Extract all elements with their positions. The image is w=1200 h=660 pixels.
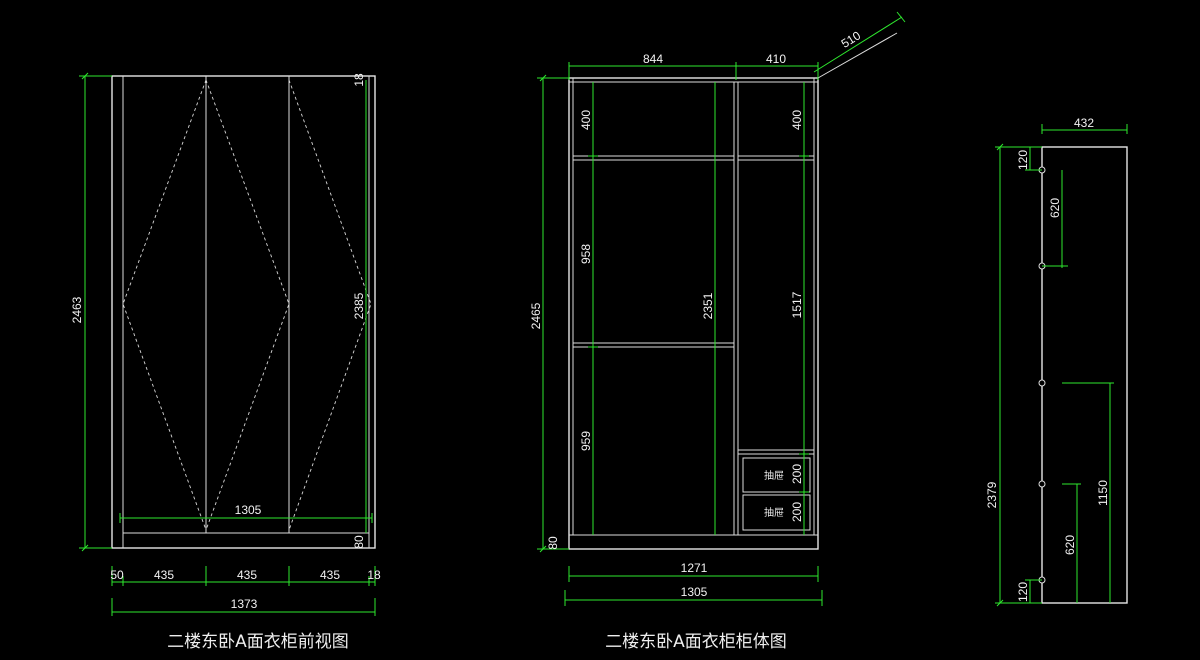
hinge-hole [1038,480,1046,488]
depth-extension-line [817,32,898,79]
dim-text-side-height: 2379 [985,481,999,508]
front-view: 2463 2385 18 80 1305 50 435 435 435 18 1… [70,72,381,652]
dim-text-left-top: 400 [579,110,593,130]
dim-text-height-total: 2463 [70,296,84,323]
side-panel [1041,146,1128,604]
drawer-1 [742,457,811,493]
dim-text-right-top: 400 [790,110,804,130]
dim-text-mid-span: 1150 [1096,480,1110,506]
door-opening-mark-3 [288,79,372,531]
door-opening-mark-1 [122,79,207,531]
dim-line [813,16,903,73]
door-opening-mark-2 [205,79,290,531]
dim-text-plinth: 80 [546,536,560,550]
dim-text-bottom-spacing: 620 [1063,535,1077,555]
dim-tick [81,544,89,552]
dim-text-body-height: 2465 [529,302,543,329]
dim-text-door-1: 435 [154,568,174,582]
body-outer-frame [568,77,819,550]
dim-tick [996,599,1004,607]
dim-text-left-side: 50 [110,568,124,582]
dim-text-drawer-1: 200 [790,464,804,484]
dim-text-top-gap: 120 [1016,150,1030,170]
dim-text-door-3: 435 [320,568,340,582]
dim-text-drawer-2: 200 [790,502,804,522]
body-view-title: 二楼东卧A面衣柜柜体图 [605,632,787,652]
dim-text-inner-width: 1305 [235,503,262,517]
dim-text-top: 18 [352,73,366,87]
drawer-2-label: 抽屉 [764,506,784,519]
dim-text-left-mid: 958 [579,244,593,264]
dim-text-bottom-gap: 120 [1016,582,1030,602]
front-outer-frame [111,75,376,549]
dim-text-side-width: 432 [1074,116,1094,130]
dim-tick [81,72,89,80]
dim-text-inner-width: 1271 [681,561,708,575]
dim-text-overall-width: 1305 [681,585,708,599]
body-view: 抽屉 抽屉 510 844 410 400 958 959 2351 400 1… [529,11,906,652]
dim-text-top-spacing: 620 [1048,198,1062,218]
side-view: 432 2379 120 620 1150 620 120 [985,116,1128,607]
dim-text-right-mid: 1517 [790,291,804,318]
dim-tick [539,545,547,553]
dim-text-bottom: 80 [352,535,366,549]
dim-text-left-width: 844 [643,52,663,66]
dim-tick [539,74,547,82]
dim-text-door-2: 435 [237,568,257,582]
drawer-2 [742,494,811,531]
dim-text-right-width: 410 [766,52,786,66]
dim-text-height-inner: 2385 [352,292,366,319]
dim-text-right-side: 18 [367,568,381,582]
dim-text-overall-width: 1373 [231,597,258,611]
dim-tick [896,11,906,23]
drawer-1-label: 抽屉 [764,469,784,482]
front-view-title: 二楼东卧A面衣柜前视图 [167,632,349,652]
dim-tick [996,143,1004,151]
dim-text-center-height: 2351 [701,292,715,319]
hinge-hole [1038,379,1046,387]
dim-text-left-bottom: 959 [579,431,593,451]
dim-text-depth: 510 [839,28,864,51]
